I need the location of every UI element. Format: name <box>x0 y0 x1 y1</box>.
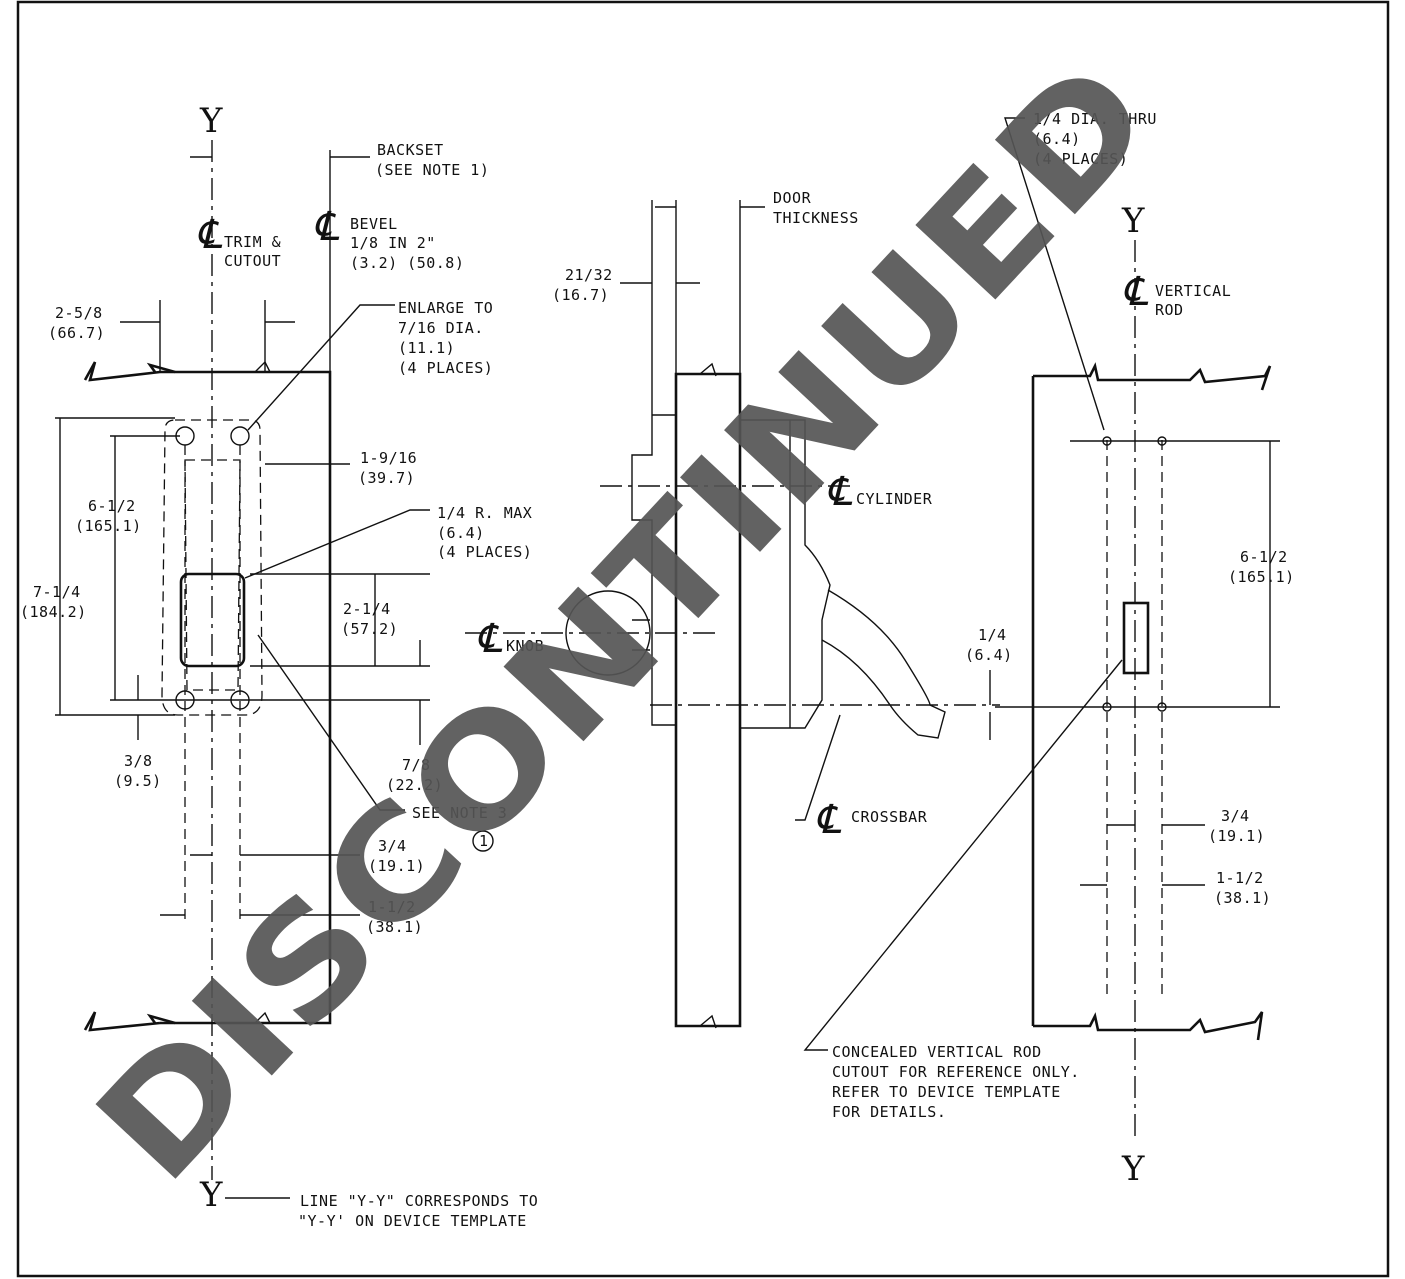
dim-184-2: (184.2) <box>20 603 87 621</box>
dim-22-2: (22.2) <box>386 776 443 794</box>
label-concealed-3: REFER TO DEVICE TEMPLATE <box>832 1083 1061 1101</box>
dim-38-1-left: (38.1) <box>366 918 423 936</box>
label-bevel: BEVEL <box>350 215 398 233</box>
label-backset: BACKSET <box>377 141 444 159</box>
centerline-symbol-crossbar: ℄ <box>815 797 842 843</box>
right-door-view <box>803 117 1280 1140</box>
label-see-note-3: SEE NOTE 3 <box>412 804 507 822</box>
dim-21-32: 21/32 <box>565 266 613 284</box>
centerline-symbol-knob: ℄ <box>476 616 503 662</box>
centerline-symbol-vertical-rod: ℄ <box>1122 269 1149 315</box>
dim-7-8: 7/8 <box>402 756 431 774</box>
dim-3-4-left: 3/4 <box>378 837 407 855</box>
label-concealed-2: CUTOUT FOR REFERENCE ONLY. <box>832 1063 1080 1081</box>
label-thickness: THICKNESS <box>773 209 859 227</box>
dim-57-2: (57.2) <box>341 620 398 638</box>
dim-1-4: 1/4 <box>978 626 1007 644</box>
dim-7-1-4: 7-1/4 <box>33 583 81 601</box>
note-marker-number: 1 <box>479 832 489 850</box>
label-enlarge-dia: 7/16 DIA. <box>398 319 484 337</box>
dim-16-7: (16.7) <box>552 286 609 304</box>
dim-19-1-left: (19.1) <box>368 857 425 875</box>
dim-39-7: (39.7) <box>358 469 415 487</box>
label-see-note-1: (SEE NOTE 1) <box>375 161 489 179</box>
label-dia-thru-metric: (6.4) <box>1033 130 1081 148</box>
y-label-bottom-left: Y <box>199 1175 223 1215</box>
middle-section-view <box>465 200 1000 1029</box>
label-line-yy-1: LINE "Y-Y" CORRESPONDS TO <box>300 1192 538 1210</box>
label-radius: 1/4 R. MAX <box>437 504 532 522</box>
dim-3-8: 3/8 <box>124 752 153 770</box>
label-knob: KNOB <box>506 637 544 655</box>
dim-1-1-2-left: 1-1/2 <box>368 898 416 916</box>
dim-1-1-2-right: 1-1/2 <box>1216 869 1264 887</box>
dim-6-4: (6.4) <box>965 646 1013 664</box>
label-rod: ROD <box>1155 301 1184 319</box>
dim-1-9-16: 1-9/16 <box>360 449 417 467</box>
dim-165-1-left: (165.1) <box>75 517 142 535</box>
centerline-symbol-trim: ℄ <box>196 212 223 258</box>
centerline-symbol-cylinder: ℄ <box>826 469 853 515</box>
label-enlarge-metric: (11.1) <box>398 339 455 357</box>
y-label-top-right: Y <box>1121 201 1145 241</box>
label-concealed-4: FOR DETAILS. <box>832 1103 946 1121</box>
dim-2-5-8: 2-5/8 <box>55 304 103 322</box>
drawing-border <box>16 0 1390 1278</box>
label-enlarge-to: ENLARGE TO <box>398 299 493 317</box>
label-trim: TRIM & <box>224 233 281 251</box>
y-label-top-left: Y <box>199 101 223 141</box>
dim-9-5: (9.5) <box>114 772 162 790</box>
label-line-yy-2: "Y-Y' ON DEVICE TEMPLATE <box>298 1212 527 1230</box>
dim-6-1-2-right: 6-1/2 <box>1240 548 1288 566</box>
left-dimensions <box>55 150 430 1199</box>
label-vertical: VERTICAL <box>1155 282 1231 300</box>
label-bevel-metric: (3.2) (50.8) <box>350 254 464 272</box>
label-cutout: CUTOUT <box>224 252 281 270</box>
dim-2-1-4: 2-1/4 <box>343 600 391 618</box>
dim-6-1-2-left: 6-1/2 <box>88 497 136 515</box>
label-concealed-1: CONCEALED VERTICAL ROD <box>832 1043 1042 1061</box>
label-enlarge-places: (4 PLACES) <box>398 359 493 377</box>
label-radius-places: (4 PLACES) <box>437 543 532 561</box>
dim-165-1-right: (165.1) <box>1228 568 1295 586</box>
centerline-symbol-bevel: ℄ <box>313 204 340 250</box>
discontinued-watermark: DISCONTINUED <box>64 28 1187 1214</box>
label-bevel-ratio: 1/8 IN 2" <box>350 234 436 252</box>
label-cylinder: CYLINDER <box>856 490 933 508</box>
left-door-view <box>83 140 332 1180</box>
dim-38-1-right: (38.1) <box>1214 889 1271 907</box>
label-dia-thru-places: (4 PLACES) <box>1033 150 1128 168</box>
dim-19-1-right: (19.1) <box>1208 827 1265 845</box>
note-marker-circle <box>472 830 494 852</box>
label-dia-thru: 1/4 DIA. THRU <box>1033 110 1157 128</box>
label-radius-metric: (6.4) <box>437 524 485 542</box>
y-label-bottom-right: Y <box>1121 1149 1145 1189</box>
label-door: DOOR <box>773 189 812 207</box>
dim-3-4-right: 3/4 <box>1221 807 1250 825</box>
dim-66-7: (66.7) <box>48 324 105 342</box>
label-crossbar: CROSSBAR <box>851 808 928 826</box>
